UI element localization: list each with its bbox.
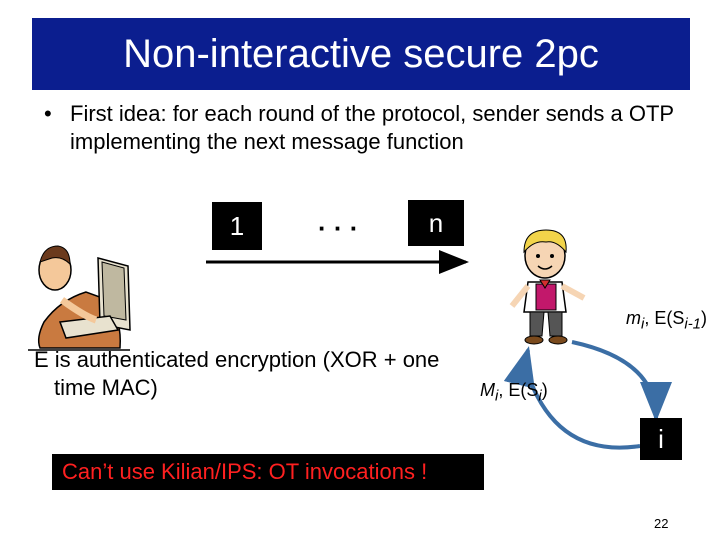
bullet-dot: • xyxy=(44,101,52,126)
round-box-i-label: i xyxy=(658,423,664,454)
sender-computer-clipart xyxy=(28,245,131,351)
label-mid-es: , E(S xyxy=(498,380,539,400)
label-m-sub: i xyxy=(641,315,645,333)
slide-title: Non-interactive secure 2pc xyxy=(123,31,599,76)
label-mid-close: ) xyxy=(541,380,548,400)
page-number: 22 xyxy=(654,516,669,531)
message-box-first-label: 1 xyxy=(229,210,245,241)
message-box-last: n xyxy=(408,200,464,246)
round-box-i: i xyxy=(640,418,682,460)
encryption-note: E is authenticated encryption (XOR + one… xyxy=(34,347,440,400)
label-M-sub: i xyxy=(495,387,499,405)
cycle-arrow-down xyxy=(571,340,672,422)
bullet-item: • First idea: for each round of the prot… xyxy=(44,100,694,156)
slide-title-bar: Non-interactive secure 2pc xyxy=(32,18,690,90)
label-close: ) xyxy=(701,308,708,328)
cycle-arrow-up xyxy=(503,346,641,450)
message-box-last-label: n xyxy=(428,207,444,238)
label-receiver-message: mi, E(Si-1) xyxy=(626,308,707,333)
label-mid-s-sub: i xyxy=(538,387,542,405)
bullet-text: First idea: for each round of the protoc… xyxy=(70,101,674,154)
warning-text: Can’t use Kilian/IPS: OT invocations ! xyxy=(62,459,428,484)
label-sender-message: Mi, E(Si) xyxy=(480,380,548,405)
receiver-boy-clipart xyxy=(509,229,586,345)
label-es: , E(S xyxy=(644,308,685,328)
label-M: M xyxy=(480,380,495,400)
label-s-sub: i-1 xyxy=(684,315,702,333)
warning-box: Can’t use Kilian/IPS: OT invocations ! xyxy=(52,454,484,490)
ellipsis: · · · xyxy=(318,213,359,243)
message-box-first: 1 xyxy=(212,202,262,250)
label-m: m xyxy=(626,308,641,328)
